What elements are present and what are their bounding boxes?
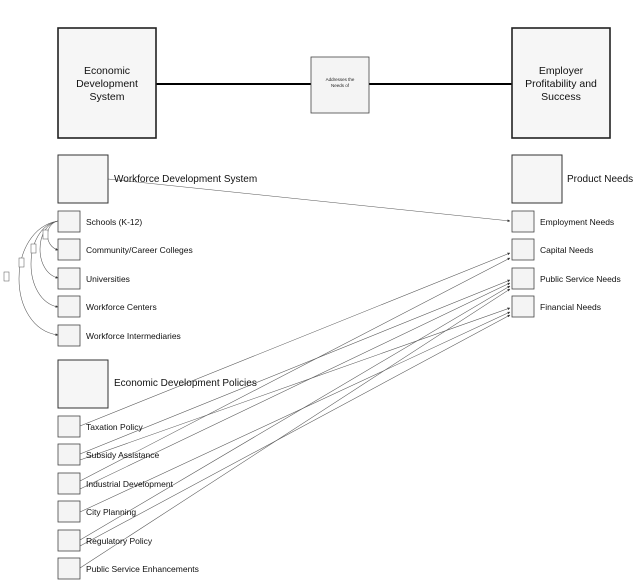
employer-profitability-label-2: Profitability and [525, 78, 597, 90]
policy-item-label-3: City Planning [86, 507, 136, 517]
policy-item-box-4[interactable] [57, 529, 81, 552]
policy-item-label-5: Public Service Enhancements [86, 564, 199, 574]
need-item-box-2[interactable] [511, 267, 535, 290]
policy-item-label-0: Taxation Policy [86, 422, 143, 432]
arc-tag-3 [18, 257, 25, 268]
policy-item-box-3[interactable] [57, 500, 81, 523]
workforce-title-box[interactable] [57, 154, 109, 204]
connector-subsidy-financial [79, 307, 511, 461]
workforce-item-label-1: Community/Career Colleges [86, 245, 193, 255]
connector-regulatory-financial [79, 314, 511, 547]
need-item-box-1[interactable] [511, 238, 535, 261]
need-item-box-0[interactable] [511, 210, 535, 233]
workforce-item-box-2[interactable] [57, 267, 81, 290]
connector-cityplanning-financial [79, 311, 511, 513]
policy-item-label-1: Subsidy Assistance [86, 450, 160, 460]
connector-regulatory-public [79, 285, 511, 541]
need-item-label-0: Employment Needs [540, 217, 614, 227]
policy-item-label-4: Regulatory Policy [86, 536, 153, 546]
workforce-item-box-3[interactable] [57, 295, 81, 318]
policy-item-label-2: Industrial Development [86, 479, 174, 489]
relation-label-1: Addresses the [326, 77, 355, 82]
arc-schools-intermediaries [18, 220, 59, 337]
connector-subsidy-public [79, 279, 511, 455]
arc-tag-2 [30, 243, 37, 254]
workforce-item-box-0[interactable] [57, 210, 81, 233]
product-needs-title-box[interactable] [511, 154, 563, 204]
arc-schools-universities [39, 220, 59, 279]
need-item-label-1: Capital Needs [540, 245, 593, 255]
policy-item-box-5[interactable] [57, 557, 81, 580]
need-item-label-3: Financial Needs [540, 302, 601, 312]
economic-development-system-label-3: System [89, 91, 124, 103]
employer-profitability-label-3: Success [541, 91, 581, 103]
workforce-item-label-3: Workforce Centers [86, 302, 157, 312]
workforce-item-label-0: Schools (K-12) [86, 217, 142, 227]
policies-title: Economic Development Policies [114, 378, 257, 389]
school-connector-arcs [3, 220, 59, 337]
arc-tag-4 [3, 271, 10, 282]
workforce-title: Workforce Development System [114, 174, 257, 185]
economic-development-system-label-1: Economic [84, 65, 130, 77]
policy-item-box-2[interactable] [57, 472, 81, 495]
policy-connectors [79, 252, 511, 569]
connector-workforce-employment [107, 178, 511, 223]
policy-items: Taxation Policy Subsidy Assistance Indus… [57, 415, 199, 580]
economic-development-system-box[interactable] [57, 27, 157, 139]
policy-item-box-0[interactable] [57, 415, 81, 438]
connector-publicservice-public [79, 288, 511, 569]
arc-tag-1 [42, 229, 49, 240]
connector-taxation-capital [79, 252, 511, 427]
employer-profitability-label-1: Employer [539, 65, 584, 77]
connector-industrial-capital [79, 257, 511, 482]
policies-title-box[interactable] [57, 359, 109, 409]
workforce-item-box-1[interactable] [57, 238, 81, 261]
workforce-items: Schools (K-12) Community/Career Colleges… [57, 210, 193, 347]
economic-development-system-label-2: Development [76, 78, 138, 90]
connector-industrial-public [79, 282, 511, 490]
product-needs-title: Product Needs [567, 174, 633, 185]
need-item-label-2: Public Service Needs [540, 274, 621, 284]
workforce-item-label-4: Workforce Intermediaries [86, 331, 181, 341]
need-item-box-3[interactable] [511, 295, 535, 318]
workforce-item-label-2: Universities [86, 274, 130, 284]
policy-item-box-1[interactable] [57, 443, 81, 466]
employer-profitability-box[interactable] [511, 27, 611, 139]
workforce-item-box-4[interactable] [57, 324, 81, 347]
relation-label-2: Needs of [331, 83, 350, 88]
relation-box[interactable] [310, 56, 370, 114]
need-items: Employment Needs Capital Needs Public Se… [511, 210, 621, 318]
